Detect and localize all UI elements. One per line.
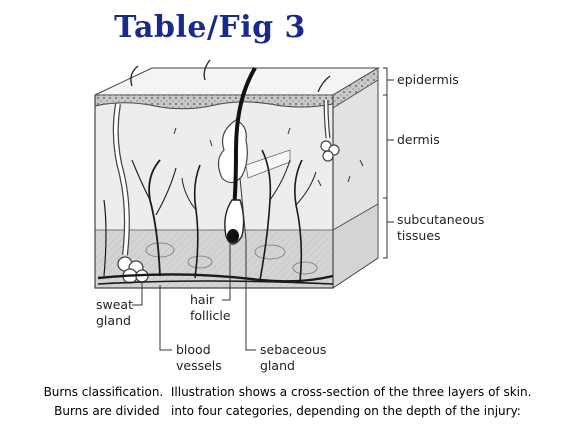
label-tissues: tissues [397, 228, 441, 243]
label-sebaceous: sebaceous [260, 342, 326, 357]
label-sebaceous-gland: gland [260, 358, 295, 373]
skin-cross-section-diagram: epidermis dermis subcutaneous tissues sw… [94, 59, 484, 373]
figure-caption: Burns classification. Illustration shows… [0, 383, 575, 421]
figure-title: Table/Fig 3 [114, 10, 306, 45]
label-dermis: dermis [397, 132, 440, 147]
caption-line-1: Burns classification. Illustration shows… [43, 385, 532, 399]
label-epidermis: epidermis [397, 72, 459, 87]
label-hair: hair [190, 292, 215, 307]
sweat-gland-right [320, 99, 340, 162]
label-subcutaneous: subcutaneous [397, 212, 484, 227]
caption-line-2: Burns are divided into four categories, … [54, 404, 521, 418]
label-sweat-gland: gland [96, 313, 131, 328]
blood-vessels [97, 149, 334, 285]
skin-block [94, 67, 380, 289]
label-sweat: sweat [96, 297, 133, 312]
hair-follicle-shape [224, 66, 257, 245]
skin-surface-top-face [94, 67, 380, 96]
label-vessels: vessels [176, 358, 222, 373]
surface-hairs [130, 59, 331, 93]
layer-label-brackets [383, 67, 394, 259]
label-blood: blood [176, 342, 211, 357]
sebaceous-gland-shape [217, 119, 248, 184]
label-follicle: follicle [190, 308, 231, 323]
bottom-leader-lines [132, 177, 256, 351]
